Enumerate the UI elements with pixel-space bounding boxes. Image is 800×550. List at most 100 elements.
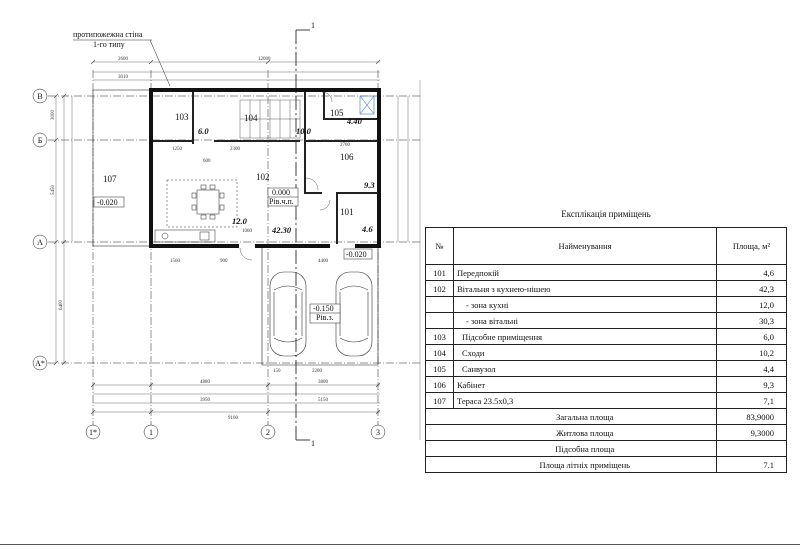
dim-small-4: 2700 [340, 143, 351, 148]
row-num [425, 312, 454, 329]
bottom-rule [0, 544, 800, 545]
dim-top-total: 12000 [258, 57, 271, 62]
dimension-lines [55, 61, 409, 413]
room-103-label: 103 [175, 112, 189, 122]
dim-small-8: 1060 [242, 229, 253, 234]
dim-small-7: 4400 [318, 259, 329, 264]
row-num: 101 [425, 264, 454, 281]
table-row: 102 Вітальня з кухнею-нішею 42,3 [425, 280, 787, 297]
level-terrace: -0.020 [97, 198, 118, 207]
door-swings [239, 91, 333, 261]
row-area: 12,0 [716, 296, 787, 313]
dim-bottom-a: 3950 [200, 398, 211, 403]
level-main: 0.000 [272, 188, 290, 197]
axis-col-2: 2 [266, 428, 270, 437]
dim-small-2: 2300 [230, 147, 241, 152]
row-name: - зона вітальні [453, 312, 717, 329]
kitchen-zone-area: 12.0 [232, 216, 248, 226]
row-name: Вітальня з кухнею-нішею [453, 280, 717, 297]
table-row: 103 Підсобне приміщення 6,0 [425, 328, 787, 345]
row-name: Сходи [453, 344, 717, 361]
row-num: 106 [425, 376, 454, 393]
table-row: 105 Санвузол 4,4 [425, 360, 787, 377]
level-entry: -0.020 [346, 250, 367, 259]
dim-top-a: 2600 [118, 57, 129, 62]
dim-bottom-total: 9100 [228, 416, 239, 421]
dining-zone [166, 179, 238, 228]
room-106-label: 106 [340, 152, 354, 162]
dim-left-c: 6400 [59, 300, 64, 311]
room-107-label: 107 [103, 174, 117, 184]
dim-small-3: 600 [203, 159, 211, 164]
stairs [239, 99, 301, 139]
row-name: Підсобне приміщення [453, 328, 717, 345]
table-row: - зона вітальні 30,3 [425, 312, 787, 329]
room-105-label: 105 [330, 108, 344, 118]
terrace-outline [92, 89, 152, 247]
level-terrace-box [93, 196, 125, 208]
note-wall-type: 1-го типу [93, 40, 125, 49]
table-row: 107 Тераса 23.5x0,3 7,1 [425, 392, 787, 409]
level-garage-sub: Рів.з. [316, 313, 334, 322]
level-main-sub: Рів.ч.п. [269, 197, 294, 206]
room-101-label: 101 [340, 207, 354, 217]
row-num: 103 [425, 328, 454, 345]
level-garage-box [309, 303, 341, 324]
summary-label: Житлова площа [453, 424, 717, 441]
axis-row-a-star: А* [35, 359, 45, 368]
room-103-area: 6.0 [198, 126, 209, 136]
summary-row: Житлова площа 9,3000 [425, 424, 787, 441]
row-name: Кабінет [453, 376, 717, 393]
room-105-area: 4.40 [346, 116, 363, 126]
row-num: 104 [425, 344, 454, 361]
axis-col-3: 3 [376, 428, 380, 437]
room-102-area: 42.30 [271, 225, 292, 235]
dim-bottom-d: 3800 [318, 380, 329, 385]
section-line [295, 29, 310, 441]
table-row: - зона кухні 12,0 [425, 296, 787, 313]
dim-small-9: 2200 [312, 369, 323, 374]
row-name: Передпокій [453, 264, 717, 281]
room-104-label: 104 [244, 113, 258, 123]
row-area: 10,2 [716, 344, 787, 361]
table-row: 104 Сходи 10,2 [425, 344, 787, 361]
section-mark-bottom: 1 [311, 439, 315, 448]
car-left [269, 271, 307, 357]
note-fire-wall: протипожежна стіна [73, 30, 143, 39]
explication-table: № Найменування Площа, м² 101 Передпокій … [425, 227, 787, 473]
room-106-area: 9.3 [364, 180, 375, 190]
header-num: № [425, 227, 454, 265]
dim-top-b: 3010 [118, 75, 129, 80]
row-name: Санвузол [453, 360, 717, 377]
row-num: 107 [425, 392, 454, 409]
dim-small-10: 150 [273, 369, 281, 374]
row-num: 102 [425, 280, 454, 297]
dim-small-1: 1250 [172, 147, 183, 152]
axis-row-a: А [37, 238, 43, 247]
table-row: 101 Передпокій 4,6 [425, 264, 787, 281]
interior-walls [153, 92, 378, 244]
table-row: 106 Кабінет 9,3 [425, 376, 787, 393]
row-area: 42,3 [716, 280, 787, 297]
row-name: Тераса 23.5x0,3 [453, 392, 717, 409]
header-area: Площа, м² [716, 227, 787, 265]
row-num: 105 [425, 360, 454, 377]
dim-small-5: 1560 [170, 259, 181, 264]
exterior-walls [149, 88, 381, 248]
summary-value [716, 440, 787, 457]
summary-row: Площа літніх приміщень 7.1 [425, 456, 787, 473]
row-area: 30,3 [716, 312, 787, 329]
row-area: 9,3 [716, 376, 787, 393]
row-area: 4,4 [716, 360, 787, 377]
level-entry-box [343, 248, 373, 260]
summary-value: 9,3000 [716, 424, 787, 441]
summary-row: Підсобна площа [425, 440, 787, 457]
dim-bottom-c: 4880 [200, 380, 211, 385]
garage-outline [261, 248, 379, 366]
level-garage: -0.150 [313, 304, 334, 313]
dining-table [191, 184, 225, 220]
section-mark-top: 1 [311, 21, 315, 30]
dim-left-a: 3000 [51, 110, 56, 121]
